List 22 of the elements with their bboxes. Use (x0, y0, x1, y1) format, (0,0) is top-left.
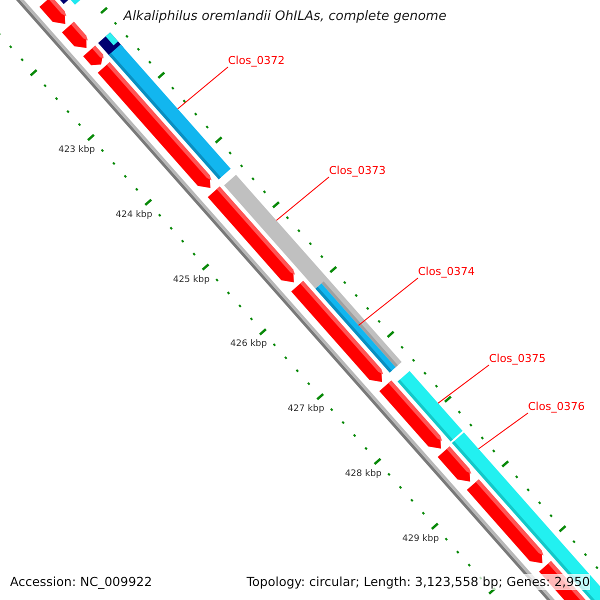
scale-label: 425 kbp (172, 274, 210, 287)
gene-label: Clos_0373 (329, 164, 386, 178)
scale-label: 426 kbp (230, 338, 267, 352)
leader-line (276, 176, 330, 221)
scale-label: 427 kbp (288, 403, 324, 416)
leader-line (177, 66, 228, 110)
gene-label: Clos_0372 (228, 54, 285, 68)
leader-line (478, 412, 528, 450)
scale-label: 429 kbp (402, 532, 439, 546)
genome-info-text: Topology: circular; Length: 3,123,558 bp; Genes: 2,950 (246, 574, 590, 590)
scale-label: 428 kbp (344, 468, 382, 482)
scale-label: 423 kbp (58, 144, 96, 158)
gene-label: Clos_0375 (489, 352, 546, 366)
leader-line (438, 364, 490, 404)
gene-bar (398, 370, 463, 442)
gene-label: Clos_0376 (528, 400, 585, 414)
leader-line (358, 278, 418, 326)
gene-bar (315, 283, 396, 373)
scale-label: 424 kbp (116, 208, 152, 222)
accession-text: Accession: NC_009922 (10, 574, 152, 590)
gene-label: Clos_0374 (418, 265, 475, 279)
title: Alkaliphilus oremlandii OhILAs, complete genome (122, 9, 448, 24)
